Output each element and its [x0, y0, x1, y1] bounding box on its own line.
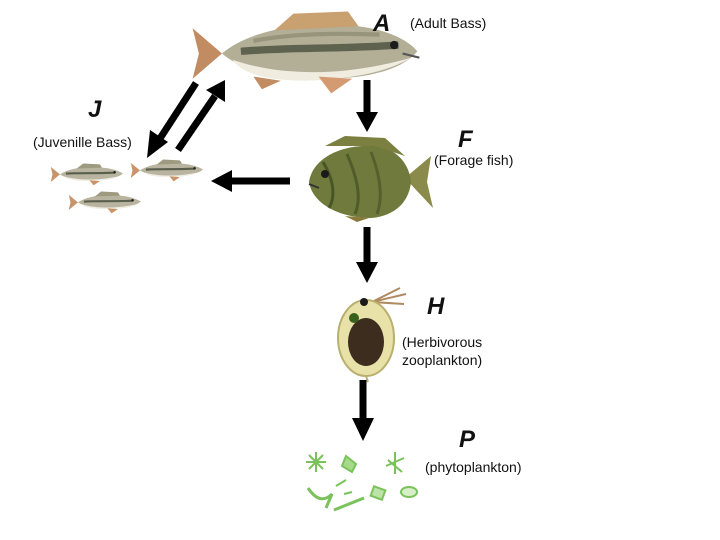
- adult-bass-letter: A: [373, 10, 391, 37]
- zooplankton-label-line2: zooplankton): [402, 352, 483, 368]
- juvenile-bass-label: (Juvenille Bass): [33, 134, 132, 150]
- zooplankton-letter: H: [427, 293, 445, 320]
- arrow-forage-to-zooplankton: [356, 227, 378, 283]
- forage-fish-image: [308, 136, 433, 222]
- arrow-forage-to-juvenile: [211, 170, 290, 192]
- arrows: [147, 80, 378, 441]
- arrow-adult-to-juvenile: [147, 81, 199, 158]
- forage-fish-letter: F: [458, 126, 473, 153]
- arrow-zooplankton-to-phytoplankton: [352, 380, 374, 441]
- zooplankton-image: [337, 287, 407, 383]
- phytoplankton-label: (phytoplankton): [425, 459, 522, 475]
- juvenile-bass-letter: J: [88, 96, 102, 123]
- forage-fish-label: (Forage fish): [434, 152, 514, 168]
- zooplankton-label-line1: (Herbivorous: [402, 334, 483, 350]
- adult-bass-label: (Adult Bass): [410, 15, 487, 31]
- arrow-adult-to-forage: [356, 80, 378, 132]
- zooplankton-label: (Herbivorous zooplankton): [402, 333, 482, 369]
- phytoplankton-letter: P: [459, 426, 476, 453]
- adult-bass-image: [192, 11, 420, 94]
- juvenile-bass-image: [49, 158, 205, 215]
- phytoplankton-image: [306, 452, 418, 512]
- arrow-juvenile-to-adult: [175, 80, 225, 152]
